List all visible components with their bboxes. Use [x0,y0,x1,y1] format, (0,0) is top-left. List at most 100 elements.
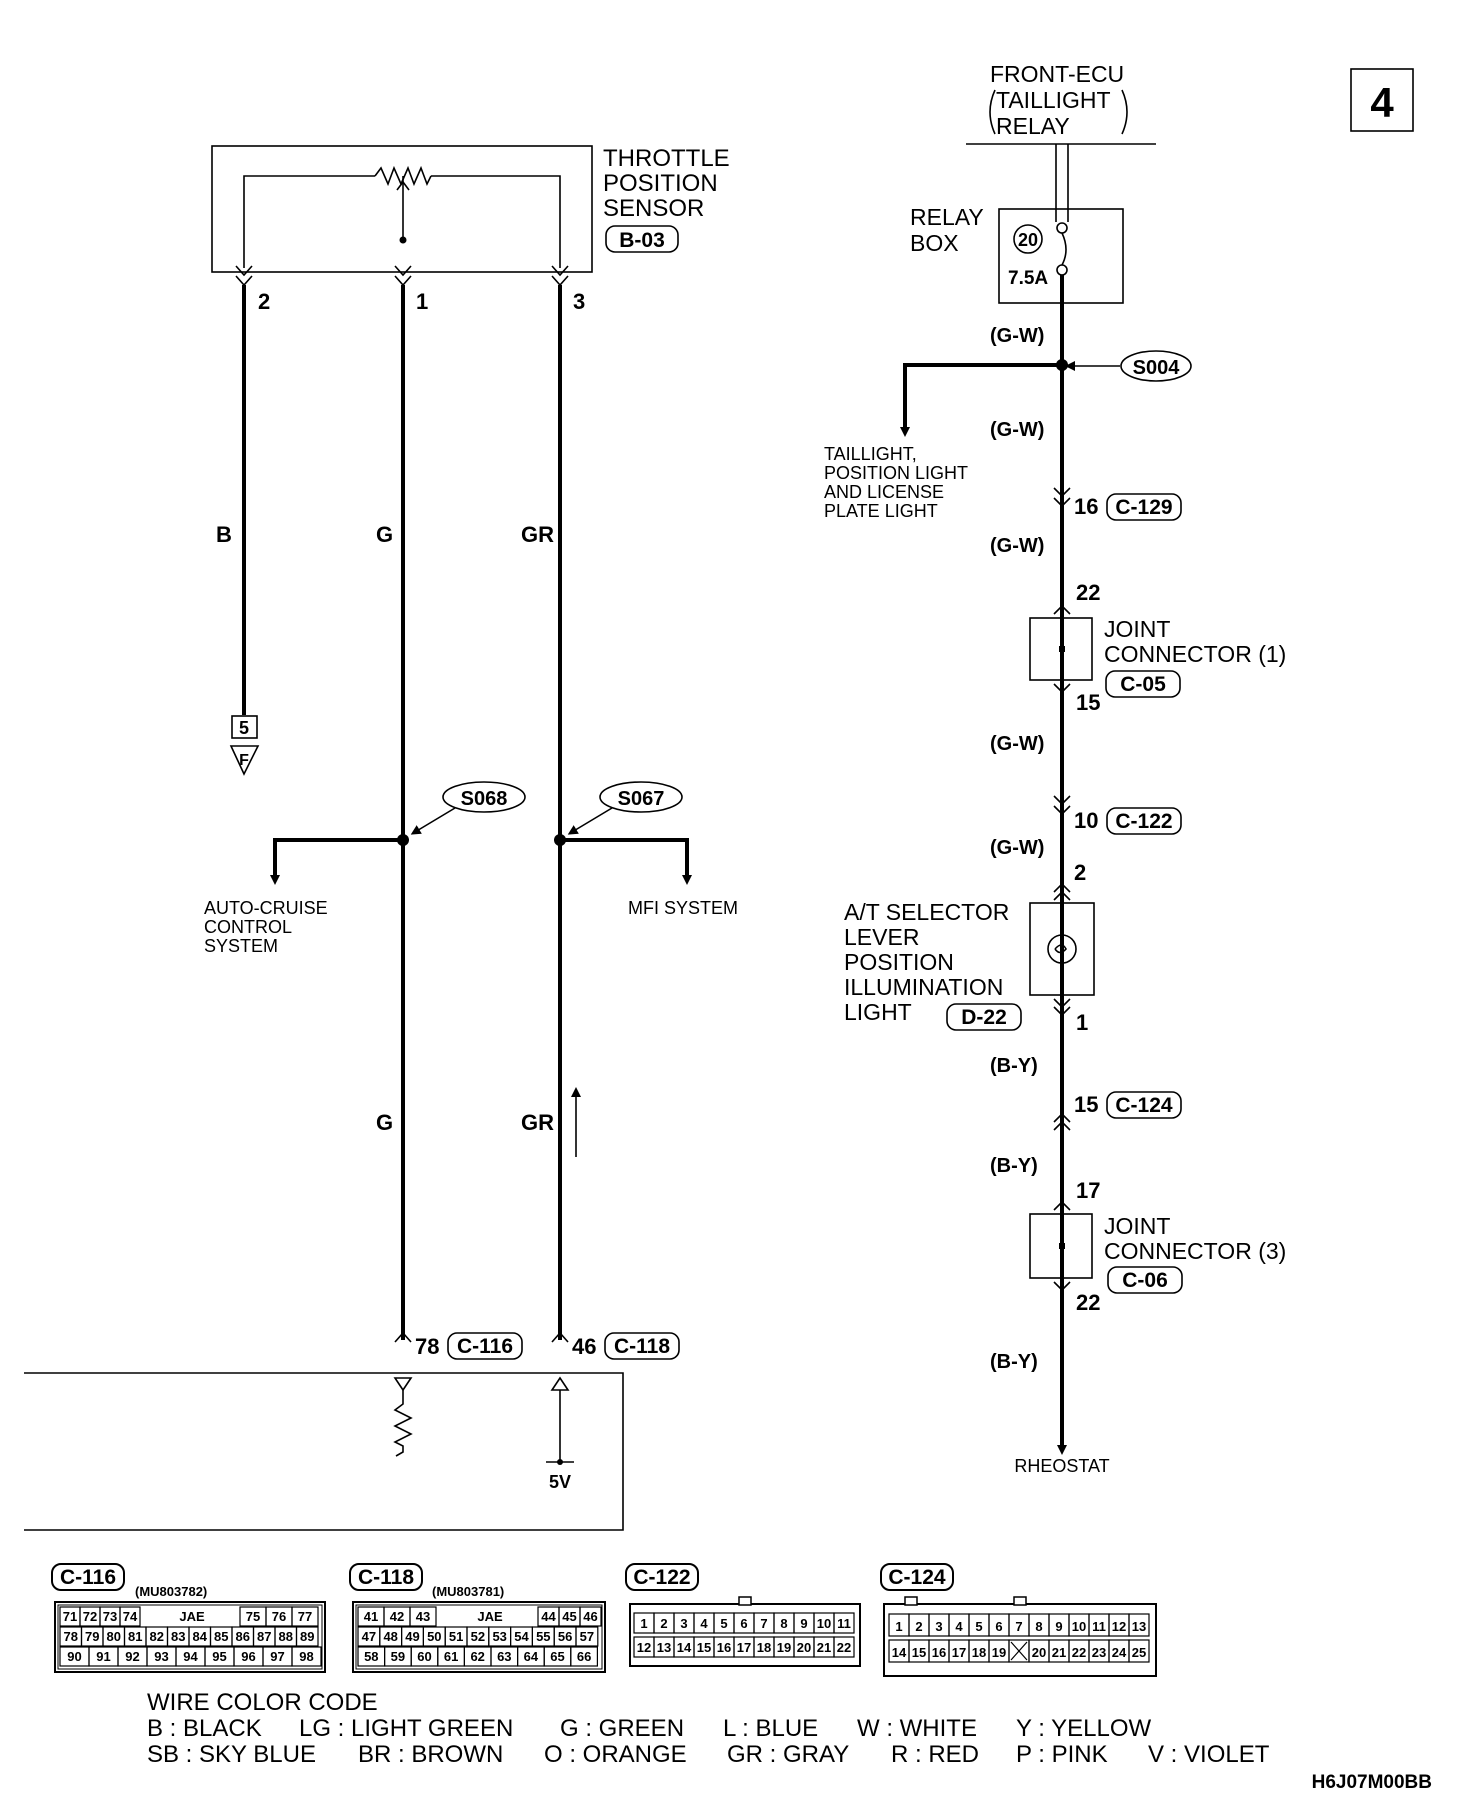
c118-face-label: C-118 [358,1566,414,1589]
c122-connector: C-122 [1115,810,1172,833]
at-pin-bottom: 1 [1076,1010,1088,1035]
c124-pin: 12 [1112,1619,1126,1634]
wire-label-by-3: (B-Y) [990,1351,1038,1373]
jc3-label-2: CONNECTOR (3) [1104,1238,1286,1264]
tps-label-1: THROTTLE [603,145,730,172]
c122-pin: 21 [817,1640,831,1655]
splice-s068-label: S068 [461,788,508,810]
c116-maker: JAE [179,1609,205,1624]
jc1-label-1: JOINT [1104,616,1170,642]
c129-marker [1053,487,1071,508]
ecu-pin-78: 78 [415,1334,439,1359]
ground-letter: F [239,752,249,769]
c118-pin: 52 [471,1629,485,1644]
at-label-2: LEVER [844,924,919,950]
c116-pin: 72 [83,1609,97,1624]
c124-connector: C-124 [1115,1094,1173,1117]
c122-pin: 13 [657,1640,671,1655]
tps-pin-1: 1 [416,289,428,314]
front-ecu: FRONT-ECU TAILLIGHT RELAY [966,61,1156,145]
color-code-g: G : GREEN [560,1715,684,1742]
diagram-code: H6J07M00BB [1312,1772,1432,1793]
c116-pin: 82 [150,1629,164,1644]
tps-label-2: POSITION [603,170,718,197]
c116-pin: 85 [214,1629,228,1644]
splice-s004-label: S004 [1133,357,1181,379]
c124-pin: 18 [972,1645,986,1660]
wire-label-gw-3: (G-W) [990,535,1044,557]
wire-label-gr: GR [521,522,554,547]
wire-label-gr-lower: GR [521,1110,554,1135]
c122-pin: 9 [800,1616,807,1631]
c122-face-label: C-122 [633,1566,690,1589]
c116-pin: 75 [246,1609,260,1624]
c116-pin: 74 [123,1609,138,1624]
dest-taillight-3: AND LICENSE [824,482,944,502]
c124-pin: 16 [932,1645,946,1660]
c122-pin: 10 [1074,808,1098,833]
color-code-r: R : RED [891,1741,979,1768]
c116-pin: 77 [298,1609,312,1624]
c124-pin: 3 [935,1619,942,1634]
c116-pin: 96 [241,1649,255,1664]
tps-label-3: SENSOR [603,195,704,222]
c116-pin: 98 [299,1649,313,1664]
jc3-label-1: JOINT [1104,1213,1170,1239]
color-code-b: B : BLACK [147,1715,262,1742]
c116-pin: 78 [64,1629,78,1644]
c118-pin: 62 [470,1649,484,1664]
throttle-position-sensor: THROTTLE POSITION SENSOR B-03 [211,145,730,273]
c122-marker [1053,795,1071,816]
wire-label-b: B [216,522,232,547]
tps-pin-2: 2 [258,289,270,314]
c116-pin: 81 [128,1629,142,1644]
at-label-5: LIGHT [844,999,912,1025]
page-number: 4 [1370,79,1394,126]
c124-marker [1053,1112,1071,1131]
c122-pin: 19 [777,1640,791,1655]
c124-pin: 17 [952,1645,966,1660]
c116-pin: 84 [193,1629,208,1644]
tps-pin-markers: 2 1 3 [235,265,585,314]
c116-pin: 97 [270,1649,284,1664]
c122-pin: 16 [717,1640,731,1655]
c122-pin: 3 [680,1616,687,1631]
dest-auto-cruise-3: SYSTEM [204,936,278,956]
relay-box-label-1: RELAY [910,204,984,230]
c05-connector: C-05 [1120,673,1166,696]
c124-pin: 10 [1072,1619,1086,1634]
d22-connector: D-22 [961,1006,1007,1029]
wire-label-by-2: (B-Y) [990,1155,1038,1177]
wire-label-g: G [376,522,393,547]
jc3-pin-bottom: 22 [1076,1290,1100,1315]
color-code-w: W : WHITE [857,1715,977,1742]
c122-pin: 20 [797,1640,811,1655]
wire-label-gw-2: (G-W) [990,419,1044,441]
c124-pin: 22 [1072,1645,1086,1660]
tps-connector: B-03 [619,229,665,252]
pin-46-marker [551,1331,569,1343]
wire-label-gw-1: (G-W) [990,325,1044,347]
c118-pin: 47 [362,1629,376,1644]
jc1-label-2: CONNECTOR (1) [1104,641,1286,667]
c122-pin: 8 [780,1616,787,1631]
c118-pin: 54 [514,1629,529,1644]
color-code-gr: GR : GRAY [727,1741,849,1768]
c122-pin: 14 [677,1640,692,1655]
page-number-box: 4 [1350,68,1414,132]
c118-pin: 66 [577,1649,591,1664]
c122-pin: 5 [720,1616,727,1631]
c124-pin: 9 [1055,1619,1062,1634]
c116-pin: 91 [96,1649,110,1664]
color-code-v: V : VIOLET [1148,1741,1270,1768]
joint-connector-3: 17 22 JOINT CONNECTOR (3) C-06 [1029,1178,1286,1315]
c124-pin: 6 [995,1619,1002,1634]
c124-pin: 25 [1132,1645,1146,1660]
color-code-sb: SB : SKY BLUE [147,1741,316,1768]
c118-pin: 60 [417,1649,431,1664]
c118-pin: 61 [444,1649,458,1664]
jc1-pin-bottom: 15 [1076,690,1100,715]
color-code-l: L : BLUE [723,1715,818,1742]
